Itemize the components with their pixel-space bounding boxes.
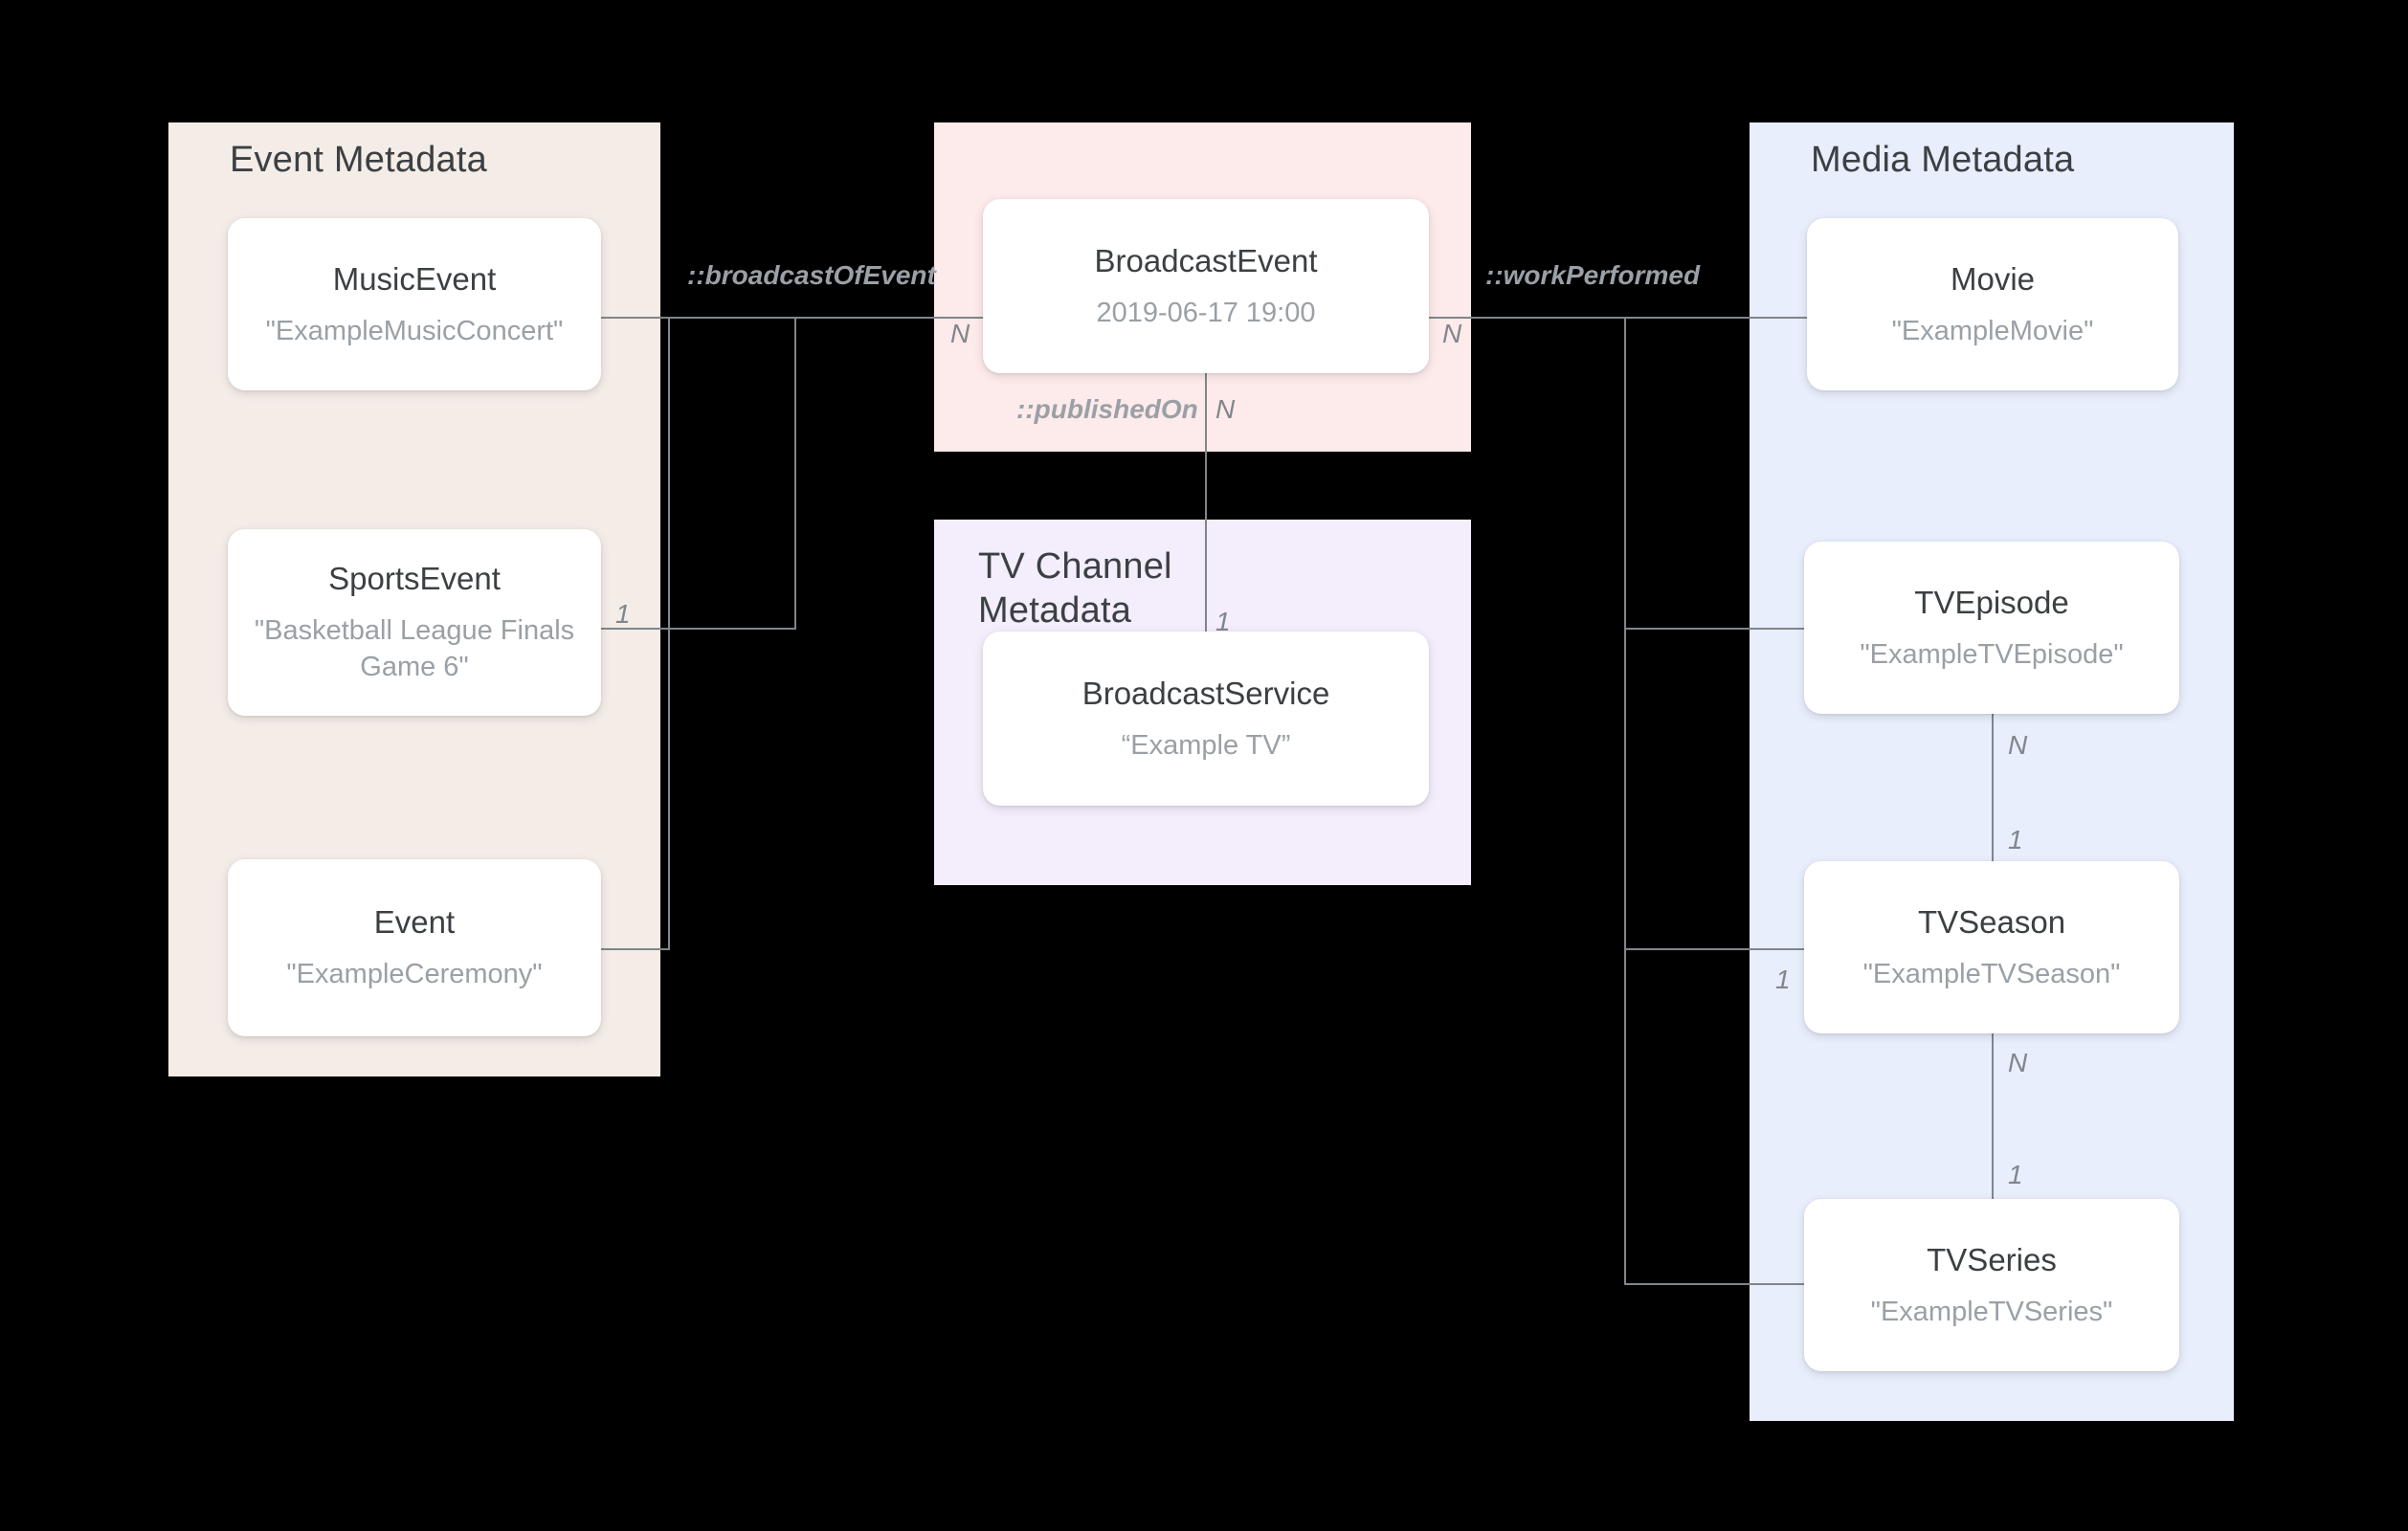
relationship-label-published-on: ::publishedOn xyxy=(1016,394,1198,424)
edge-sports-event-horizontal xyxy=(601,628,794,630)
node-tv-season[interactable]: TVSeason "ExampleTVSeason" xyxy=(1804,861,2179,1033)
edge-left-trunk-outer xyxy=(794,317,796,630)
edge-work-performed-main xyxy=(1429,317,1807,319)
edge-tv-episode-branch xyxy=(1624,628,1806,630)
relationship-label-work-performed: ::workPerformed xyxy=(1485,260,1701,290)
cardinality-tv-episode-to-season: N xyxy=(2008,730,2028,760)
node-event-title: Event xyxy=(373,904,456,941)
node-music-event[interactable]: MusicEvent "ExampleMusicConcert" xyxy=(228,218,601,390)
edge-media-trunk xyxy=(1624,317,1626,1283)
node-sports-event-value: "Basketball League Finals Game 6" xyxy=(254,615,575,683)
edge-tv-season-branch xyxy=(1624,948,1806,950)
node-movie[interactable]: Movie "ExampleMovie" xyxy=(1807,218,2178,390)
edge-broadcast-of-event-main xyxy=(794,317,986,319)
node-movie-title: Movie xyxy=(1950,260,2036,297)
node-broadcast-service[interactable]: BroadcastService “Example TV” xyxy=(983,632,1429,806)
node-tv-episode-value: "ExampleTVEpisode" xyxy=(1860,638,2124,670)
cardinality-sports-event: 1 xyxy=(615,599,631,629)
cardinality-published-on-source: N xyxy=(1215,394,1236,424)
node-sports-event[interactable]: SportsEvent "Basketball League Finals Ga… xyxy=(228,529,601,716)
edge-season-to-series xyxy=(1992,1033,1994,1201)
node-movie-value: "ExampleMovie" xyxy=(1891,315,2094,346)
node-music-event-value: "ExampleMusicConcert" xyxy=(265,315,564,346)
node-broadcast-service-value: “Example TV” xyxy=(1121,729,1291,761)
node-event[interactable]: Event "ExampleCeremony" xyxy=(228,859,601,1036)
node-sports-event-title: SportsEvent xyxy=(328,561,501,597)
group-title-media-metadata: Media Metadata xyxy=(1811,140,2075,180)
cardinality-tv-season-from-episode: 1 xyxy=(2008,825,2023,854)
node-tv-series[interactable]: TVSeries "ExampleTVSeries" xyxy=(1804,1199,2179,1371)
cardinality-tv-series-from-season: 1 xyxy=(2008,1160,2023,1189)
node-event-value: "ExampleCeremony" xyxy=(286,959,543,990)
node-broadcast-service-title: BroadcastService xyxy=(1081,675,1330,711)
group-title-tv-channel-metadata: TV Channel Metadata xyxy=(978,546,1172,631)
edge-tv-series-branch xyxy=(1624,1283,1806,1285)
edge-music-event-horizontal xyxy=(601,317,794,319)
node-tv-episode[interactable]: TVEpisode "ExampleTVEpisode" xyxy=(1804,542,2179,714)
edge-episode-to-season xyxy=(1992,714,1994,863)
cardinality-broadcast-event-left: N xyxy=(950,319,970,348)
edge-left-trunk-inner xyxy=(668,317,670,950)
cardinality-tv-season-left: 1 xyxy=(1775,965,1791,994)
node-music-event-title: MusicEvent xyxy=(332,260,497,297)
cardinality-tv-season-to-series: N xyxy=(2008,1048,2028,1077)
node-broadcast-event[interactable]: BroadcastEvent 2019-06-17 19:00 xyxy=(983,199,1429,373)
group-title-event-metadata: Event Metadata xyxy=(230,140,487,180)
cardinality-work-performed-source: N xyxy=(1442,319,1462,348)
cardinality-published-on-target: 1 xyxy=(1215,607,1231,636)
edge-event-horizontal xyxy=(601,948,668,950)
node-tv-series-title: TVSeries xyxy=(1927,1241,2057,1277)
node-tv-season-value: "ExampleTVSeason" xyxy=(1862,958,2121,989)
edge-published-on-vertical xyxy=(1205,373,1207,633)
node-broadcast-event-value: 2019-06-17 19:00 xyxy=(1096,297,1316,328)
node-broadcast-event-title: BroadcastEvent xyxy=(1094,242,1318,278)
node-tv-season-title: TVSeason xyxy=(1917,903,2066,940)
relationship-label-broadcast-of-event: ::broadcastOfEvent xyxy=(687,260,936,290)
node-tv-episode-title: TVEpisode xyxy=(1914,584,2069,620)
node-tv-series-value: "ExampleTVSeries" xyxy=(1870,1296,2113,1327)
